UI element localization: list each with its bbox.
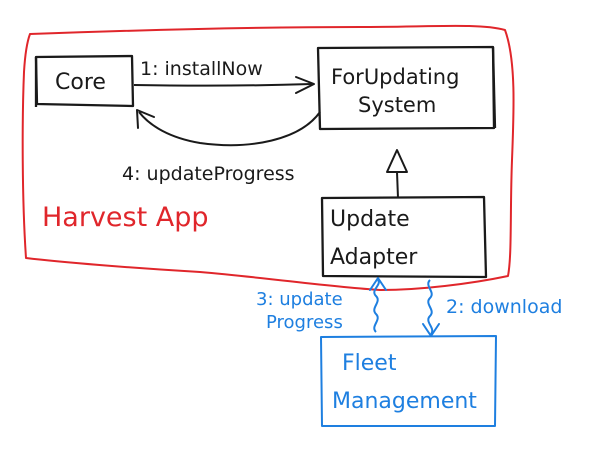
update-progress-3-arrowhead [369,277,387,291]
update-progress-4-label: 4: updateProgress [122,163,295,185]
update-progress-return-arrow [138,111,321,147]
download-arrow [427,279,434,335]
for-updating-system-label-line2: System [358,93,436,117]
harvest-app-label: Harvest App [42,202,209,233]
fleet-management-label-line2: Management [332,389,477,414]
download-label: 2: download [446,296,562,318]
update-progress-3-arrow [373,279,380,333]
core-label: Core [55,70,106,95]
for-updating-system-box-overstroke [491,46,497,129]
download-arrowhead [422,323,440,337]
for-updating-system-label-line1: ForUpdating [331,65,459,89]
realization-triangle [386,149,408,173]
harvest-app-boundary [21,24,515,291]
update-adapter-label-line1: Update [330,207,410,232]
install-now-arrow [133,83,313,87]
update-adapter-box [320,195,488,279]
update-progress-3-label-line2: Progress [266,312,343,333]
realization-line [396,171,399,199]
fleet-management-label-line1: Fleet [342,351,397,376]
update-progress-return-arrowhead [136,109,155,129]
install-now-label: 1: installNow [140,58,263,80]
install-now-arrowhead [295,76,315,94]
update-adapter-label-line2: Adapter [330,245,418,270]
fleet-management-box [320,335,497,427]
update-progress-3-label-line1: 3: update [256,289,343,310]
